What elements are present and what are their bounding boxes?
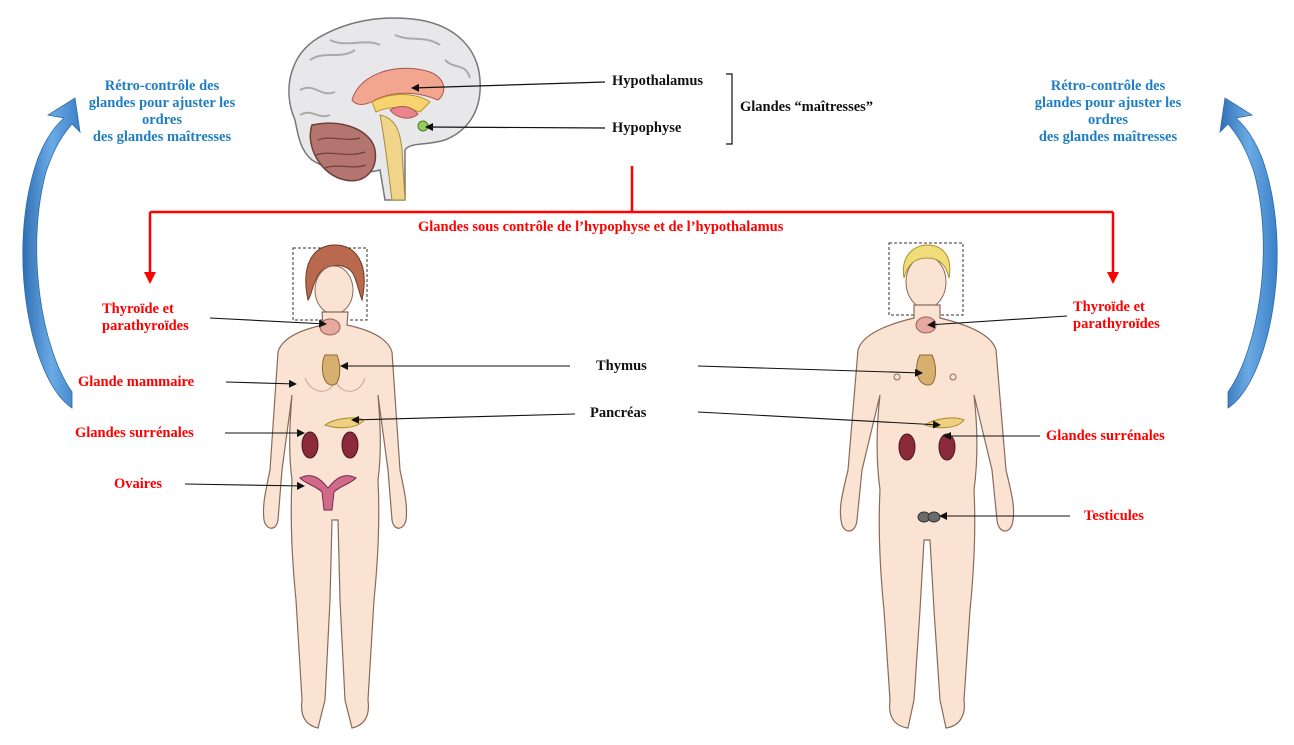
feedback-text-left: Rétro-contrôle des glandes pour ajuster … — [62, 78, 262, 146]
feedback-right-line1: Rétro-contrôle des — [1008, 78, 1208, 95]
male-thymus — [917, 355, 936, 385]
female-kidney-right — [342, 432, 358, 458]
female-thyroid-label: Thyroïde et parathyroïdes — [102, 301, 189, 335]
female-thymus — [322, 355, 339, 385]
feedback-left-line1: Rétro-contrôle des — [62, 78, 262, 95]
controlled-glands-title: Glandes sous contrôle de l’hypophyse et … — [418, 219, 783, 236]
female-thyroid-line2: parathyroïdes — [102, 318, 189, 335]
female-thyroid-pointer — [210, 318, 326, 324]
feedback-left-line3: ordres — [62, 112, 262, 129]
male-adrenal-label: Glandes surrénales — [1046, 428, 1165, 445]
feedback-left-line4: des glandes maîtresses — [62, 129, 262, 146]
feedback-right-line4: des glandes maîtresses — [1008, 129, 1208, 146]
male-thyroid-line2: parathyroïdes — [1073, 316, 1160, 333]
male-body — [840, 243, 1013, 728]
brain-illustration — [289, 18, 480, 200]
female-thyroid — [320, 319, 340, 335]
feedback-right-line3: ordres — [1008, 112, 1208, 129]
female-thyroid-line1: Thyroïde et — [102, 301, 189, 318]
feedback-left-line2: glandes pour ajuster les — [62, 95, 262, 112]
mammary-label: Glande mammaire — [78, 374, 194, 391]
master-glands-label: Glandes “maîtresses” — [740, 99, 873, 116]
feedback-arrow-right — [1220, 98, 1277, 408]
pancreas-label: Pancréas — [590, 405, 646, 422]
male-thyroid-line1: Thyroïde et — [1073, 299, 1160, 316]
male-kidney-right — [939, 434, 955, 460]
male-thyroid-label: Thyroïde et parathyroïdes — [1073, 299, 1160, 333]
testicle-right — [928, 512, 940, 522]
female-kidney-left — [302, 432, 318, 458]
hypothalamus-label: Hypothalamus — [612, 73, 703, 90]
ovaries-label: Ovaires — [114, 476, 162, 493]
feedback-text-right: Rétro-contrôle des glandes pour ajuster … — [1008, 78, 1208, 146]
master-bracket — [726, 74, 732, 144]
testicles-label: Testicules — [1084, 508, 1144, 525]
feedback-right-line2: glandes pour ajuster les — [1008, 95, 1208, 112]
male-kidney-left — [899, 434, 915, 460]
thymus-label: Thymus — [596, 358, 647, 375]
ovaries-pointer — [185, 484, 304, 486]
hypophyse-label: Hypophyse — [612, 120, 681, 137]
female-adrenal-label: Glandes surrénales — [75, 425, 194, 442]
